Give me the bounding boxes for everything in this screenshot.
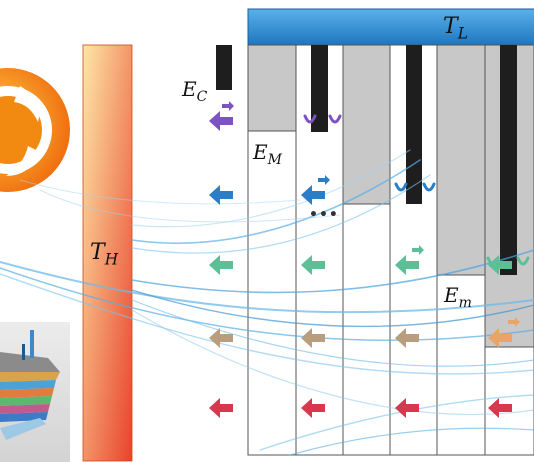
arrow-row4-col3 (395, 328, 419, 348)
electrode-2 (311, 45, 328, 132)
arrow-row5-col3 (395, 398, 419, 418)
e-m-lower-label: Em (444, 283, 472, 311)
arrow-row3-col4 (488, 255, 512, 275)
exchange-arrow-1 (222, 101, 234, 111)
e-m-upper-label: EM (253, 140, 282, 168)
arrow-row5-col1 (209, 398, 233, 418)
arrow-row3-col3 (395, 255, 419, 275)
hot-reservoir-bar (82, 44, 133, 462)
arrow-layer (209, 111, 512, 418)
curl-icon (328, 114, 342, 124)
electrode-4 (406, 45, 422, 204)
t-low-label: TL (443, 14, 468, 43)
layered-device-icon (0, 322, 70, 462)
arrow-row5-col4 (488, 398, 512, 418)
electrode-ec (216, 45, 232, 90)
ellipsis-marker: ••• (309, 207, 339, 223)
e-c-label: EC (182, 77, 208, 105)
arrow-row4-col4 (488, 328, 512, 348)
filled-column-1 (247, 44, 297, 132)
t-high-label: TH (90, 240, 119, 269)
arrow-row2-col2 (301, 185, 325, 205)
exchange-arrow-4 (508, 317, 520, 327)
arrow-row4-col2 (301, 328, 325, 348)
sun-logo-icon (0, 68, 70, 192)
curl-icon (422, 182, 436, 192)
filled-column-5 (436, 44, 486, 276)
arrow-row1-col1 (209, 111, 233, 131)
cold-reservoir-bar (247, 8, 534, 46)
arrow-row5-col2 (301, 398, 325, 418)
arrow-row4-col1 (209, 328, 233, 348)
exchange-arrow-2 (318, 175, 330, 185)
exchange-arrow-3 (412, 245, 424, 255)
airflow-wave-icon (0, 149, 534, 456)
arrow-row2-col1 (209, 185, 233, 205)
curl-icon (394, 182, 408, 192)
electrodes (216, 45, 517, 275)
filled-levels (247, 44, 534, 348)
arrow-row3-col1 (209, 255, 233, 275)
curl-icon (303, 114, 317, 124)
electrode-6 (500, 45, 517, 275)
curl-icon (516, 256, 530, 266)
arrow-row3-col2 (301, 255, 325, 275)
exchange-arrow-layer (222, 101, 520, 327)
filled-column-3 (342, 44, 391, 205)
